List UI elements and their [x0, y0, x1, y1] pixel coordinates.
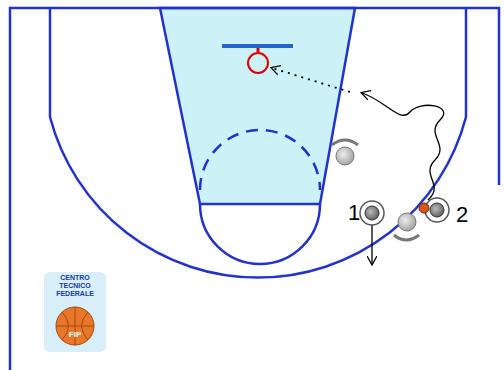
free-throw-circle [200, 204, 320, 264]
three-point-line [50, 8, 466, 278]
callout-number: 2 [453, 202, 471, 227]
fip-logo [44, 272, 106, 352]
player [360, 201, 384, 225]
rim [248, 53, 268, 73]
defender [332, 140, 358, 165]
logo-text: FIP [64, 330, 86, 339]
logo-text: CENTRO TECNICO FEDERALE [46, 274, 104, 298]
cut-line [371, 222, 372, 264]
ball [419, 203, 429, 213]
callout-number: 1 [345, 200, 363, 225]
free-throw-circle-dashed [200, 130, 320, 190]
pass-line [272, 68, 350, 92]
player [419, 198, 449, 222]
court-border [10, 8, 499, 370]
dribble-line [362, 93, 444, 200]
defender [394, 213, 419, 240]
backboard [222, 44, 293, 48]
lane [160, 8, 355, 204]
